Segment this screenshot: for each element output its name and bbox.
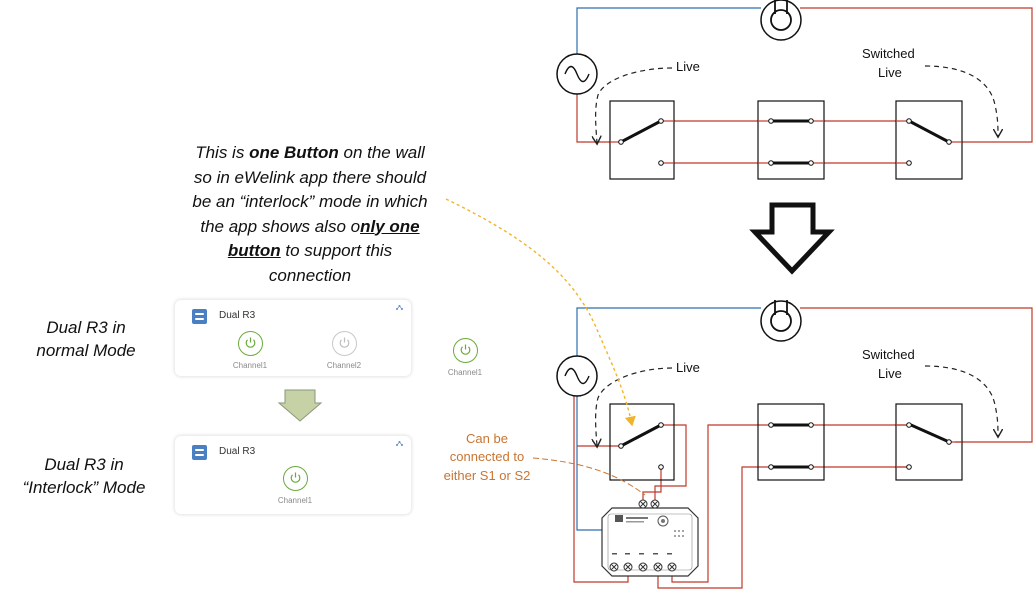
channel-label: Channel1: [232, 361, 268, 370]
channel-label: Channel2: [326, 361, 362, 370]
device-icon: [192, 309, 207, 324]
connection-note-line2: connected to: [450, 449, 524, 464]
lamp-icon: [760, 300, 802, 342]
lamp-icon: [760, 0, 802, 41]
switch-lever: [620, 120, 660, 144]
live-label: Live: [676, 360, 700, 375]
ac-source-icon: [556, 53, 598, 95]
switch-lever: [620, 424, 660, 448]
module-output-wire: [657, 466, 771, 589]
s2-wire: [642, 467, 662, 500]
intermediate-switch-box: [757, 403, 825, 481]
switched-label: Switched: [862, 347, 915, 362]
neutral-wire: [576, 7, 761, 56]
switch-box-1: [609, 100, 675, 180]
connection-note-line3: either S1 or S2: [444, 468, 531, 483]
live-label: Live: [676, 59, 700, 74]
module-output-wire: [671, 424, 771, 583]
power-icon: [245, 337, 255, 348]
device-icon: [192, 445, 207, 460]
channel-1-button[interactable]: Channel1: [220, 331, 280, 370]
mode-transition-arrow: [277, 389, 323, 422]
channel-label: Channel1: [277, 496, 313, 505]
intermediate-switch-box: [757, 100, 825, 180]
floating-channel-button[interactable]: Channel1: [435, 338, 495, 377]
switch-box-1: [609, 403, 675, 481]
ac-source-icon: [556, 355, 598, 397]
switched-live-indicator-arrow: [924, 365, 998, 436]
live-indicator-arrow: [596, 367, 673, 446]
switched-label: Switched: [862, 46, 915, 61]
switch-box-3: [895, 100, 963, 180]
device-card-normal[interactable]: Dual R3 Channel1 Channel2: [175, 300, 411, 376]
live-indicator-arrow: [596, 67, 673, 143]
switched-live-label: Live: [878, 366, 902, 381]
device-title: Dual R3: [219, 310, 256, 321]
power-icon: [290, 472, 300, 483]
link-icon: [396, 441, 403, 446]
power-icon: [460, 344, 470, 355]
channel-1-button[interactable]: Channel1: [265, 466, 325, 505]
module-icon: [601, 499, 699, 577]
interlock-mode-label: Dual R3 in “Interlock” Mode: [22, 455, 146, 497]
device-title: Dual R3: [219, 446, 256, 457]
switch-lever: [910, 423, 948, 443]
switched-live-indicator-arrow: [924, 65, 998, 136]
switched-live-wire: [800, 7, 1033, 143]
neutral-to-module: [576, 394, 602, 531]
link-icon: [396, 305, 403, 310]
switched-live-label: Live: [878, 65, 902, 80]
switch-lever: [910, 120, 948, 143]
power-icon: [339, 337, 349, 348]
normal-mode-label: Dual R3 in normal Mode: [36, 318, 136, 360]
s1-wire: [654, 424, 687, 500]
connection-note-line1: Can be: [466, 431, 508, 446]
connection-note-pointer: [532, 457, 646, 496]
live-wire: [576, 92, 621, 143]
channel-2-button[interactable]: Channel2: [314, 331, 374, 370]
note-pointer-arrow: [445, 198, 636, 427]
switched-live-wire: [800, 307, 1033, 443]
neutral-wire: [576, 307, 761, 358]
device-card-interlock[interactable]: Dual R3 Channel1: [175, 436, 411, 514]
top-circuit: Live Switched Live: [556, 0, 1033, 180]
interlock-explanation-note: This is one Button on the wall so in eWe…: [192, 143, 428, 285]
channel-label: Channel1: [447, 368, 483, 377]
down-arrow-icon: [749, 202, 835, 275]
bottom-circuit: Live Switched Live Can be connected to e…: [444, 300, 1033, 589]
